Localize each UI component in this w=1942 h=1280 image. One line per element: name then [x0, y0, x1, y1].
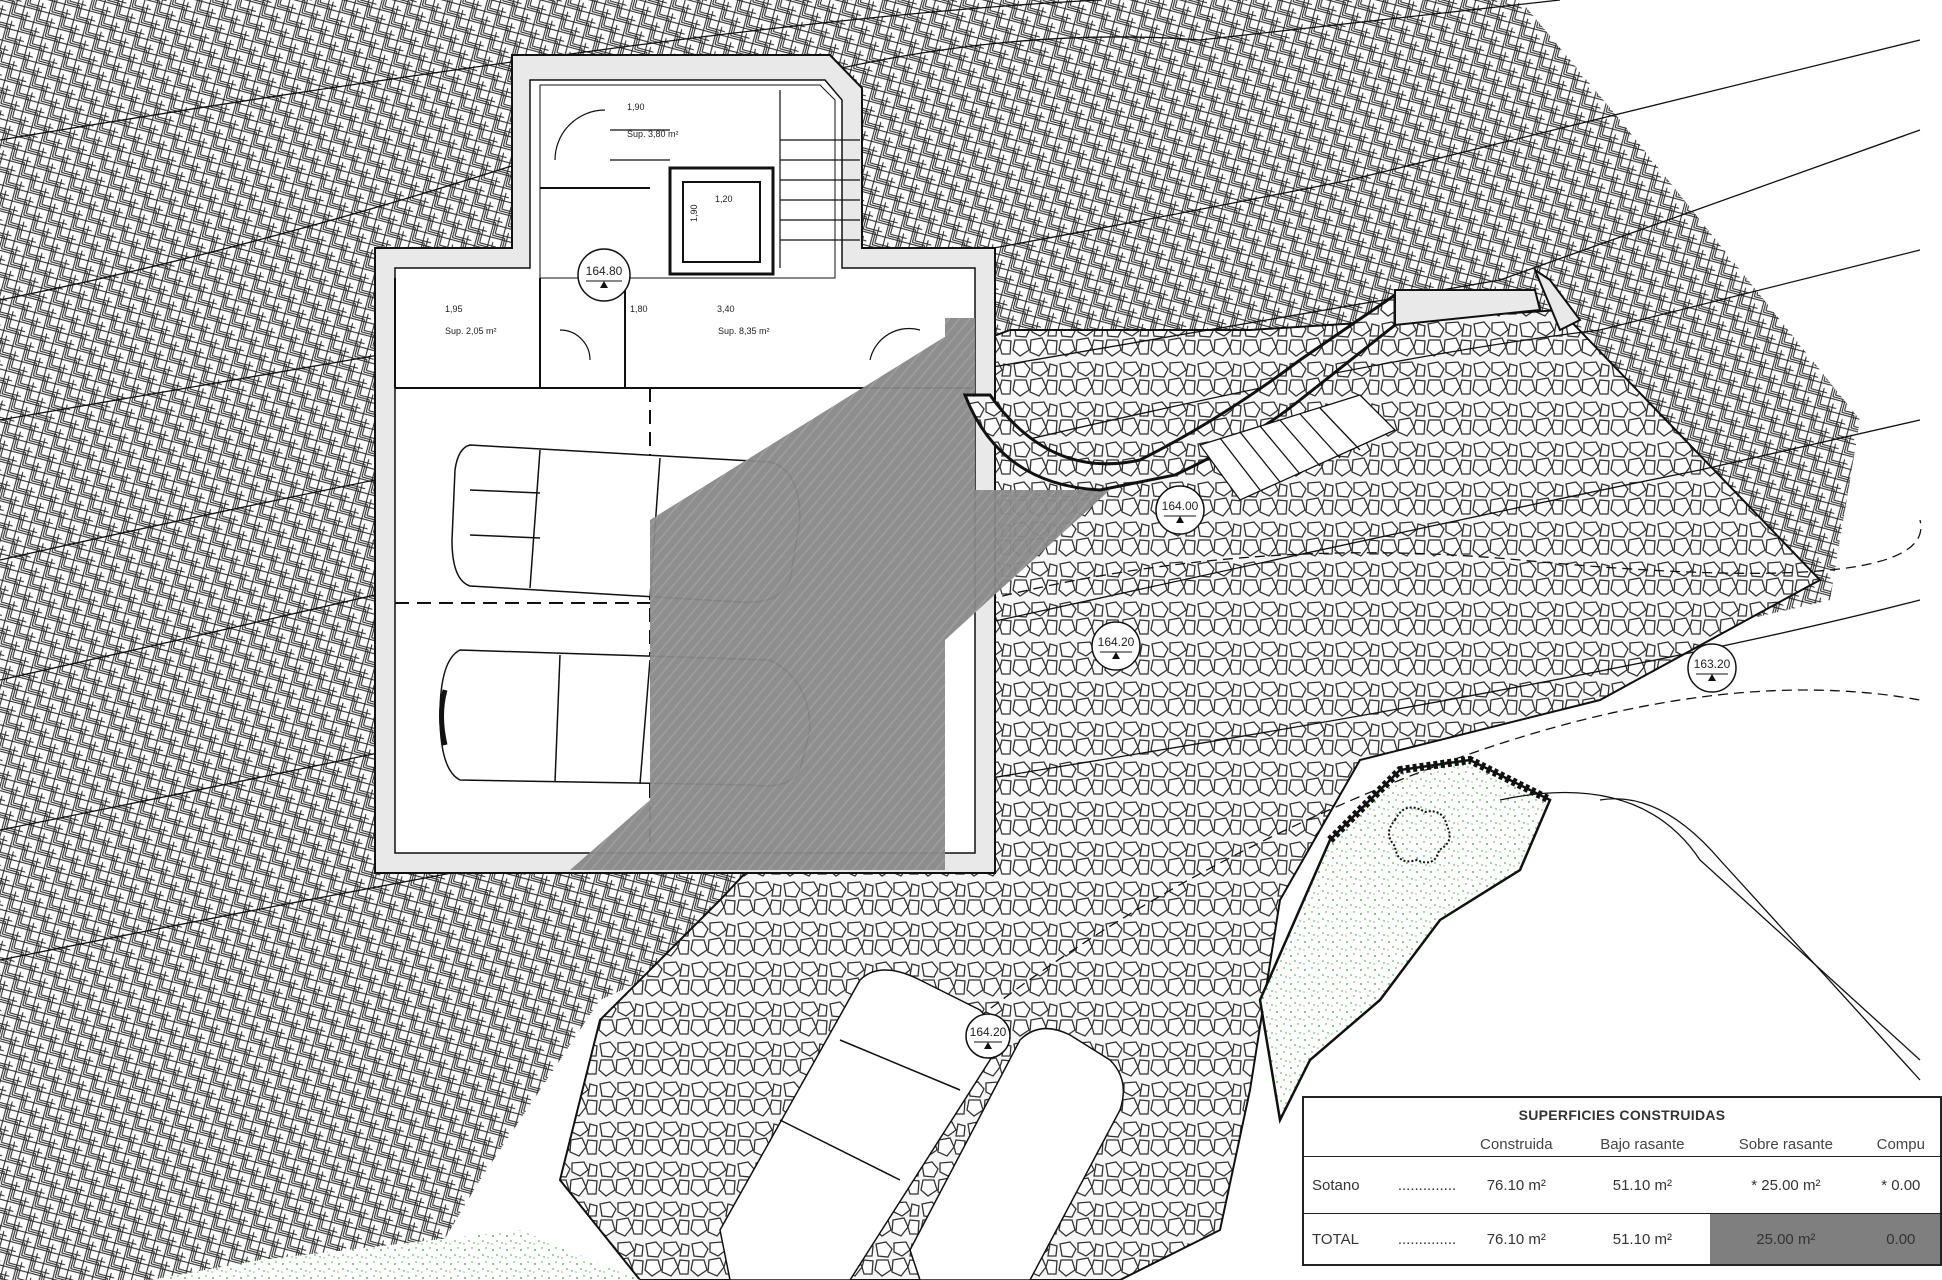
- cell-bajo-rasante: 51.10 m²: [1574, 1213, 1711, 1265]
- level-marker: 164.00: [1155, 485, 1205, 535]
- table-header-row: Construida Bajo rasante Sobre rasante Co…: [1303, 1132, 1941, 1157]
- header-bajo-rasante: Bajo rasante: [1574, 1132, 1711, 1157]
- header-empty: [1396, 1132, 1458, 1157]
- level-value: 164.20: [1098, 635, 1135, 649]
- cell-sobre-rasante: 25.00 m²: [1710, 1213, 1862, 1265]
- row-leader: ..............: [1396, 1213, 1458, 1265]
- car-outside-2: [909, 1027, 1125, 1280]
- ramp-shading: [570, 318, 1110, 870]
- room-dim: 1,20: [715, 194, 733, 204]
- table-title: SUPERFICIES CONSTRUIDAS: [1518, 1107, 1726, 1123]
- room-label: 1,90 Sup. 3,80 m²: [627, 102, 679, 139]
- exterior-stair: [1198, 394, 1397, 501]
- room-dim: 1,90: [627, 102, 645, 112]
- shrub: [1388, 806, 1451, 864]
- areas-table: SUPERFICIES CONSTRUIDAS Construida Bajo …: [1302, 1096, 1942, 1266]
- level-marker: 163.20: [1687, 643, 1737, 693]
- row-leader: ..............: [1397, 1176, 1457, 1194]
- planter-bed: [1258, 758, 1552, 1124]
- cell-computable: 0.00: [1861, 1213, 1941, 1265]
- header-computable: Compu: [1861, 1132, 1941, 1157]
- level-value: 164.00: [1162, 499, 1199, 513]
- cell-bajo-rasante: 51.10 m²: [1612, 1176, 1672, 1194]
- level-value: 164.20: [970, 1025, 1007, 1039]
- room-area: Sup. 2,05 m²: [445, 326, 497, 336]
- room-dim: 1,90: [689, 204, 699, 222]
- room-label: 1,80: [630, 304, 648, 314]
- row-name: TOTAL: [1303, 1213, 1396, 1265]
- room-label: 3,40 Sup. 8,35 m²: [717, 304, 770, 336]
- cell-computable: * 0.00: [1881, 1176, 1921, 1194]
- header-sobre-rasante: Sobre rasante: [1710, 1132, 1862, 1157]
- doors: [554, 109, 921, 361]
- header-empty: [1303, 1132, 1396, 1157]
- room-dim: 1,95: [445, 304, 463, 314]
- room-area: Sup. 3,80 m²: [627, 129, 679, 139]
- table-title-row: SUPERFICIES CONSTRUIDAS: [1303, 1097, 1941, 1132]
- room-dim: 1,80: [630, 304, 648, 314]
- planter-border: [1327, 755, 1552, 843]
- room-label: 1,95 Sup. 2,05 m²: [445, 304, 497, 336]
- level-value: 164.80: [586, 264, 623, 278]
- row-name: Sotano: [1312, 1176, 1360, 1194]
- table-row: Sotano .............. 76.10 m² 51.10 m² …: [1303, 1157, 1941, 1214]
- level-marker: 164.80: [577, 248, 631, 302]
- level-marker: 164.20: [965, 1013, 1011, 1059]
- level-marker: 164.20: [1091, 621, 1141, 671]
- property-boundary: [1599, 798, 1921, 1081]
- cell-construida: 76.10 m²: [1458, 1213, 1575, 1265]
- room-dim: 3,40: [717, 304, 735, 314]
- table-total-row: TOTAL .............. 76.10 m² 51.10 m² 2…: [1303, 1213, 1941, 1265]
- room-area: Sup. 8,35 m²: [718, 326, 770, 336]
- staircase: [610, 90, 860, 268]
- cell-construida: 76.10 m²: [1486, 1176, 1546, 1194]
- header-construida: Construida: [1458, 1132, 1575, 1157]
- cell-sobre-rasante: * 25.00 m²: [1751, 1176, 1821, 1194]
- room-label: 1,20 1,90: [689, 194, 733, 222]
- areas-table-panel: SUPERFICIES CONSTRUIDAS Construida Bajo …: [1302, 1096, 1942, 1280]
- level-value: 163.20: [1694, 657, 1731, 671]
